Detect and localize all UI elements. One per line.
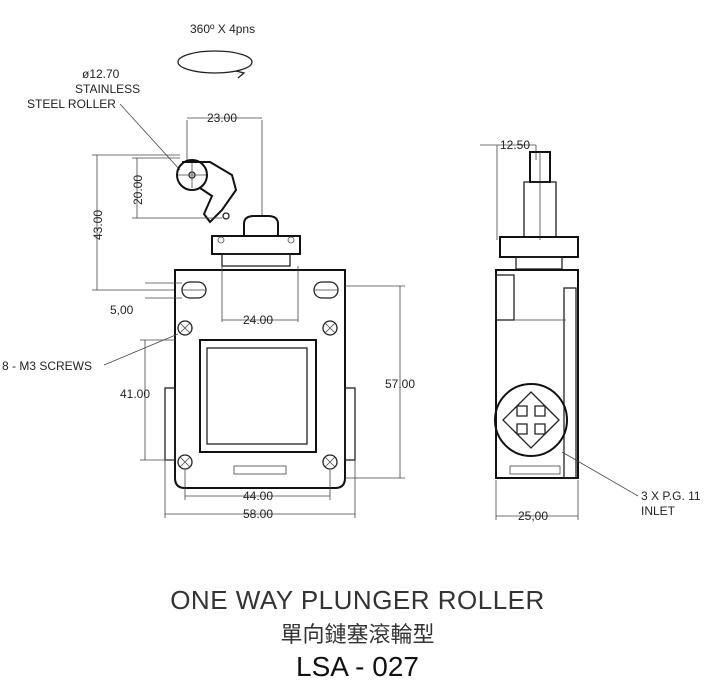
product-title-chinese: 單向鏈塞滾輪型 — [280, 623, 435, 648]
roller-diameter-label: ø12.70 — [82, 67, 120, 81]
screws — [177, 320, 338, 470]
rotation-indicator: 360º X 4pns — [177, 22, 255, 79]
screws-label: 8 - M3 SCREWS — [2, 359, 92, 373]
dim-24: 24.00 — [243, 313, 273, 327]
dim-44: 44.00 — [243, 489, 273, 503]
dim-57: 57.00 — [385, 377, 415, 391]
dim-25: 25,00 — [518, 509, 548, 523]
dim-23: 23.00 — [207, 111, 237, 125]
dim-43: 43.00 — [91, 210, 105, 240]
rotation-label: 360º X 4pns — [190, 22, 255, 36]
dim-58: 58.00 — [243, 507, 273, 521]
front-view: 23.00 20.00 43.00 5,00 — [2, 111, 415, 521]
inlet-label-2: INLET — [641, 504, 676, 518]
roller-callout: ø12.70 STAINLESS STEEL ROLLER — [27, 67, 181, 171]
dim-12-5: 12.50 — [500, 138, 530, 152]
roller-material-label-1: STAINLESS — [75, 82, 140, 96]
model-number: LSA - 027 — [296, 651, 419, 682]
dim-41: 41.00 — [120, 387, 150, 401]
roller-material-label-2: STEEL ROLLER — [27, 97, 116, 111]
inlet-label-1: 3 X P.G. 11 — [641, 489, 701, 503]
product-title: ONE WAY PLUNGER ROLLER — [170, 585, 545, 615]
side-view: 12.50 3 X P.G. 11 INLET 25,00 — [480, 138, 701, 523]
dim-20: 20.00 — [131, 175, 145, 205]
dim-5: 5,00 — [110, 303, 134, 317]
